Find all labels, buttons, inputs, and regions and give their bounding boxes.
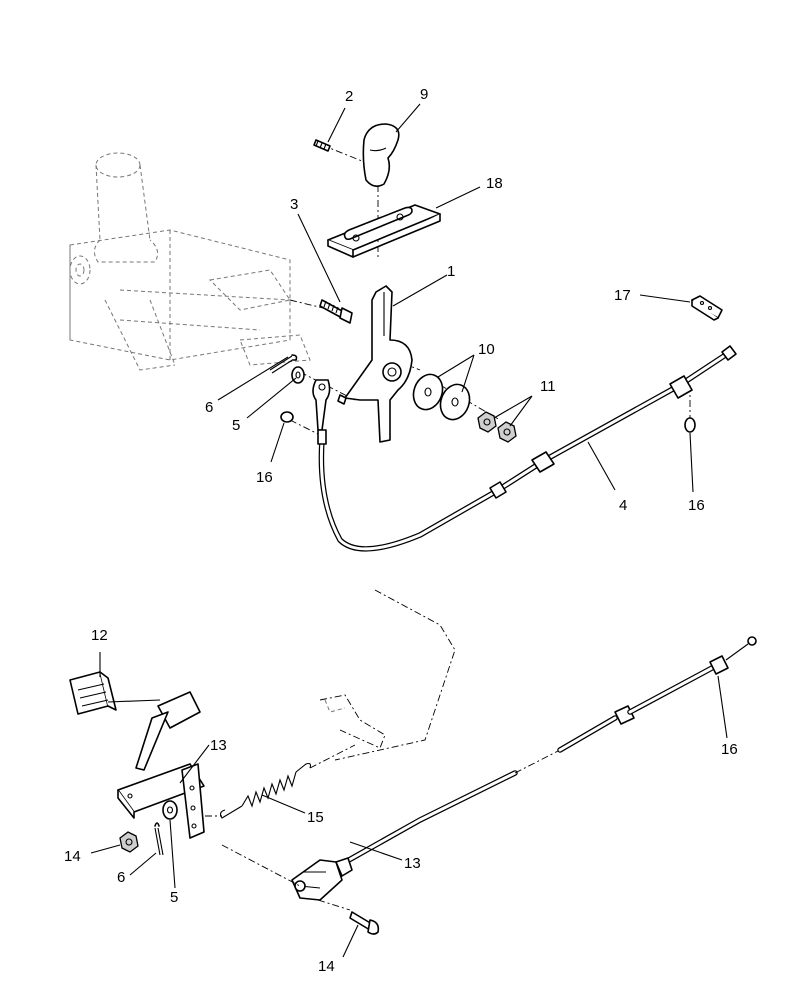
callout-5-lower: 5 bbox=[170, 889, 178, 906]
callout-17: 17 bbox=[614, 287, 631, 304]
callout-3: 3 bbox=[290, 196, 298, 213]
callout-16-upper-right: 16 bbox=[688, 497, 705, 514]
pedal-linkage-ghost bbox=[319, 589, 456, 761]
part-14-clevis-pin bbox=[317, 899, 380, 935]
part-12-nut bbox=[119, 831, 139, 853]
callout-6-lower: 6 bbox=[117, 869, 125, 886]
steering-column-ghost bbox=[69, 152, 311, 371]
callout-16-lower: 16 bbox=[721, 741, 738, 758]
part-5-washer-upper bbox=[291, 366, 305, 384]
callout-2: 2 bbox=[345, 88, 353, 105]
callout-8: 10 bbox=[478, 341, 495, 358]
callout-6-upper: 6 bbox=[205, 399, 213, 416]
callout-labels: 2 9 18 3 1 17 10 11 6 5 16 4 16 12 13 15… bbox=[64, 86, 738, 975]
part-1-shift-lever bbox=[337, 285, 413, 443]
part-5-washer-lower bbox=[162, 800, 178, 820]
part-2-screw bbox=[313, 139, 331, 152]
part-13-cable bbox=[221, 636, 757, 901]
part-17-clip bbox=[691, 295, 723, 321]
part-18-gate-plate bbox=[327, 204, 441, 258]
callout-12: 14 bbox=[64, 848, 81, 865]
part-8-washers bbox=[412, 373, 471, 421]
part-7-knob bbox=[362, 123, 400, 188]
part-10-pedal-pad bbox=[69, 671, 117, 715]
part-6-cotter-pin-lower bbox=[154, 822, 164, 856]
callout-5-upper: 5 bbox=[232, 417, 240, 434]
leader-lines bbox=[90, 103, 728, 958]
callout-16-upper-left: 16 bbox=[256, 469, 273, 486]
part-9-nuts bbox=[477, 411, 517, 443]
part-11-pedal-bracket bbox=[107, 691, 205, 839]
callout-14: 14 bbox=[318, 958, 335, 975]
callout-13: 13 bbox=[404, 855, 421, 872]
callout-7: 9 bbox=[420, 86, 428, 103]
part-15-spring bbox=[205, 744, 356, 819]
callout-4: 4 bbox=[619, 497, 627, 514]
callout-18: 18 bbox=[486, 175, 503, 192]
part-4-cable-assembly bbox=[312, 345, 737, 552]
part-6-cotter-pin-upper bbox=[269, 354, 298, 374]
part-16-oring-upper-right bbox=[684, 417, 696, 433]
part-16-oring-upper-left bbox=[280, 411, 294, 423]
callout-9: 11 bbox=[540, 378, 556, 395]
part-3-bolt bbox=[319, 299, 353, 324]
callout-11: 13 bbox=[210, 737, 227, 754]
callout-10: 12 bbox=[91, 627, 108, 644]
callout-15: 15 bbox=[307, 809, 324, 826]
callout-1: 1 bbox=[447, 263, 455, 280]
